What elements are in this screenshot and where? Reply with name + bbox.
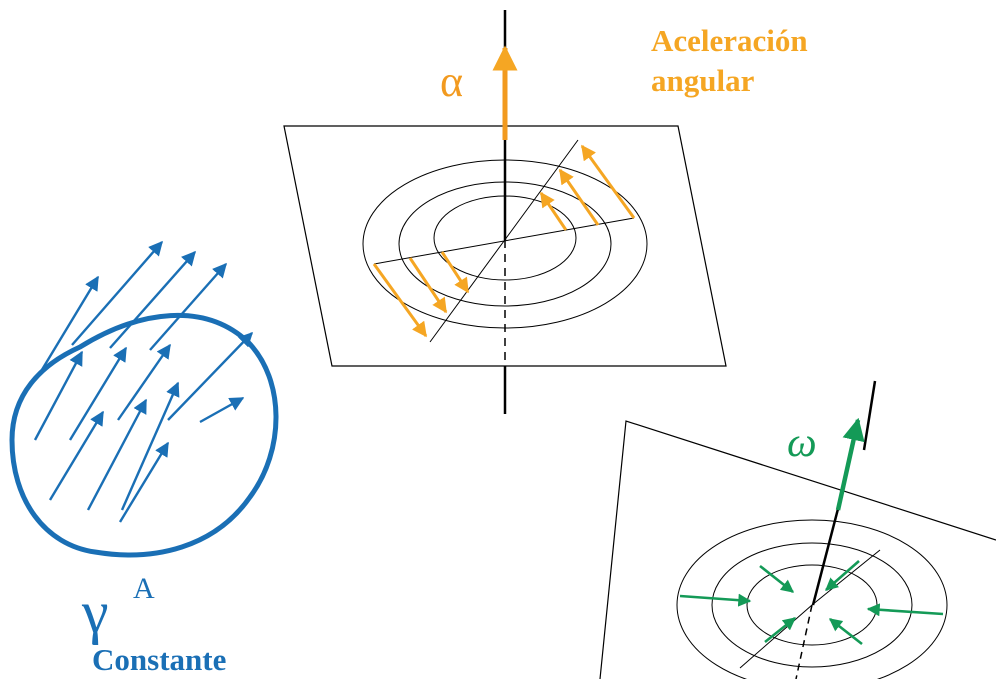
gamma-field-arrow xyxy=(167,331,254,421)
omega-plane xyxy=(599,420,996,679)
gamma-label: γ xyxy=(81,579,109,645)
gamma-field-arrow xyxy=(120,381,180,511)
gamma-field-arrow xyxy=(86,398,148,511)
omega-circle-middle xyxy=(711,542,913,668)
alpha-circle-middle xyxy=(398,181,612,307)
omega-axis-dashed xyxy=(795,604,813,679)
gamma-field-arrow xyxy=(48,410,105,501)
gamma-field-arrow xyxy=(118,441,170,523)
omega-axis-top xyxy=(811,504,841,606)
gamma-diagram: γ A Constante xyxy=(9,240,279,677)
angular-accel-title-line1: Aceleración xyxy=(651,23,808,58)
alpha-tangent-arrow xyxy=(440,251,470,294)
gamma-field-arrow xyxy=(149,262,227,351)
omega-diagram: ω xyxy=(599,380,996,679)
alpha-circle-outer xyxy=(362,159,648,329)
gamma-field-arrow xyxy=(199,396,245,424)
gamma-field-arrow xyxy=(109,250,196,349)
omega-radial-line xyxy=(739,604,813,669)
omega-label: ω xyxy=(787,420,817,466)
gamma-superscript: A xyxy=(133,572,155,605)
omega-radial-arrow xyxy=(764,616,797,644)
omega-axis-arrow xyxy=(835,417,865,511)
alpha-diagram: α Aceleración angular xyxy=(283,10,808,414)
omega-radial-arrow xyxy=(679,593,752,607)
omega-radial-arrow xyxy=(828,617,863,646)
gamma-field-arrow xyxy=(68,346,128,441)
gamma-field-arrow xyxy=(117,343,171,421)
alpha-tangent-arrow xyxy=(372,263,428,338)
alpha-radial-line xyxy=(429,139,579,343)
omega-circle-outer xyxy=(676,519,948,679)
alpha-tangent-arrow xyxy=(408,257,448,314)
gamma-arrows xyxy=(33,240,254,523)
constante-label: Constante xyxy=(92,642,226,677)
omega-radial-arrow xyxy=(866,603,944,617)
gamma-field-arrow xyxy=(38,275,100,374)
omega-radial-arrow xyxy=(825,560,860,591)
alpha-plane xyxy=(283,125,727,367)
omega-radial-arrow xyxy=(759,564,795,594)
alpha-tangent-arrow xyxy=(558,168,600,226)
alpha-tangent-arrow xyxy=(580,144,636,219)
omega-arrows xyxy=(679,560,944,646)
angular-accel-title-line2: angular xyxy=(651,63,755,98)
rigid-body-outline xyxy=(9,313,279,558)
alpha-tangent-arrow xyxy=(539,191,568,231)
gamma-field-arrow xyxy=(71,240,163,346)
alpha-label: α xyxy=(440,57,463,106)
omega-radial-line xyxy=(811,549,881,606)
alpha-circle-inner xyxy=(433,195,577,281)
gamma-field-arrow xyxy=(33,350,84,441)
omega-axis-tip xyxy=(862,380,877,451)
